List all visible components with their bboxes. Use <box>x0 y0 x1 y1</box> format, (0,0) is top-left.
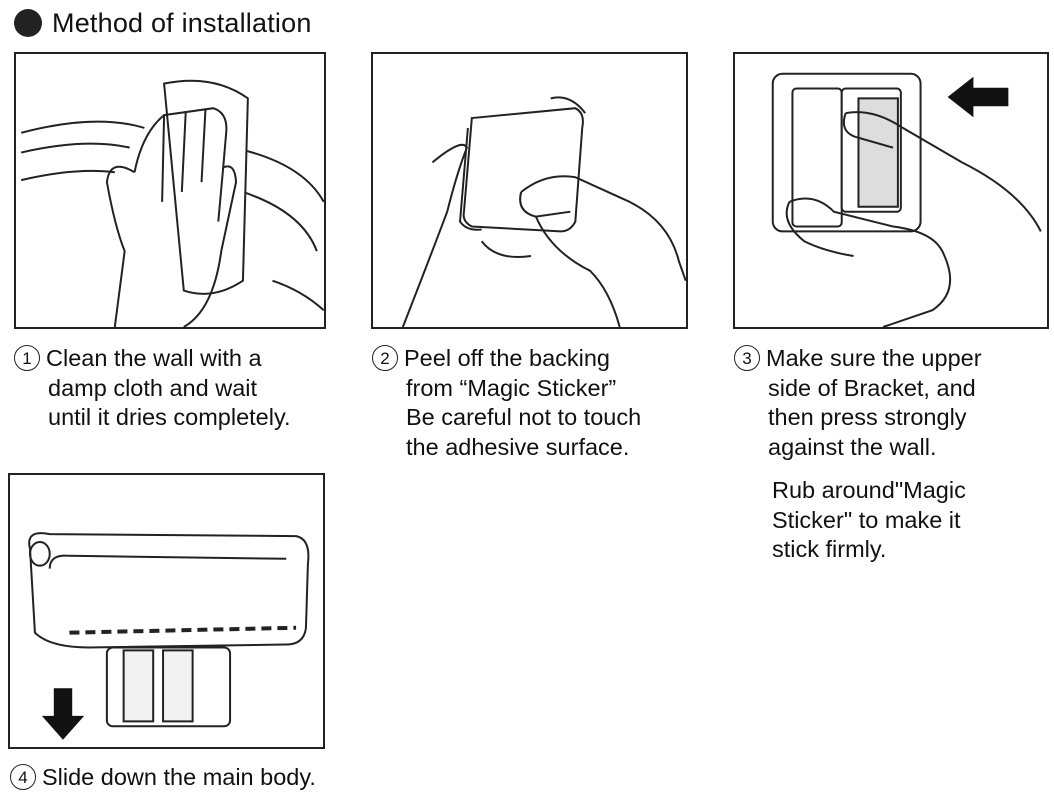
press-bracket-illustration <box>735 54 1047 327</box>
step-3-illustration <box>733 52 1049 329</box>
page-title: Method of installation <box>52 7 312 38</box>
peel-sticker-illustration <box>373 54 686 327</box>
step-3-number: 3 <box>734 345 760 371</box>
arrow-down-icon <box>41 688 85 740</box>
header: Method of installation <box>14 6 312 40</box>
step-4-illustration <box>8 473 325 749</box>
step-3-extra-text: Rub around"Magic Sticker" to make it sti… <box>772 477 966 562</box>
step-2-number: 2 <box>372 345 398 371</box>
step-2-illustration <box>371 52 688 329</box>
step-4-number: 4 <box>10 764 36 790</box>
step-1-illustration <box>14 52 326 329</box>
slide-body-illustration <box>10 475 323 747</box>
step-1-number: 1 <box>14 345 40 371</box>
arrow-left-icon <box>947 76 1009 118</box>
bullet-icon <box>14 9 42 37</box>
hand-wipe-illustration <box>16 54 324 327</box>
